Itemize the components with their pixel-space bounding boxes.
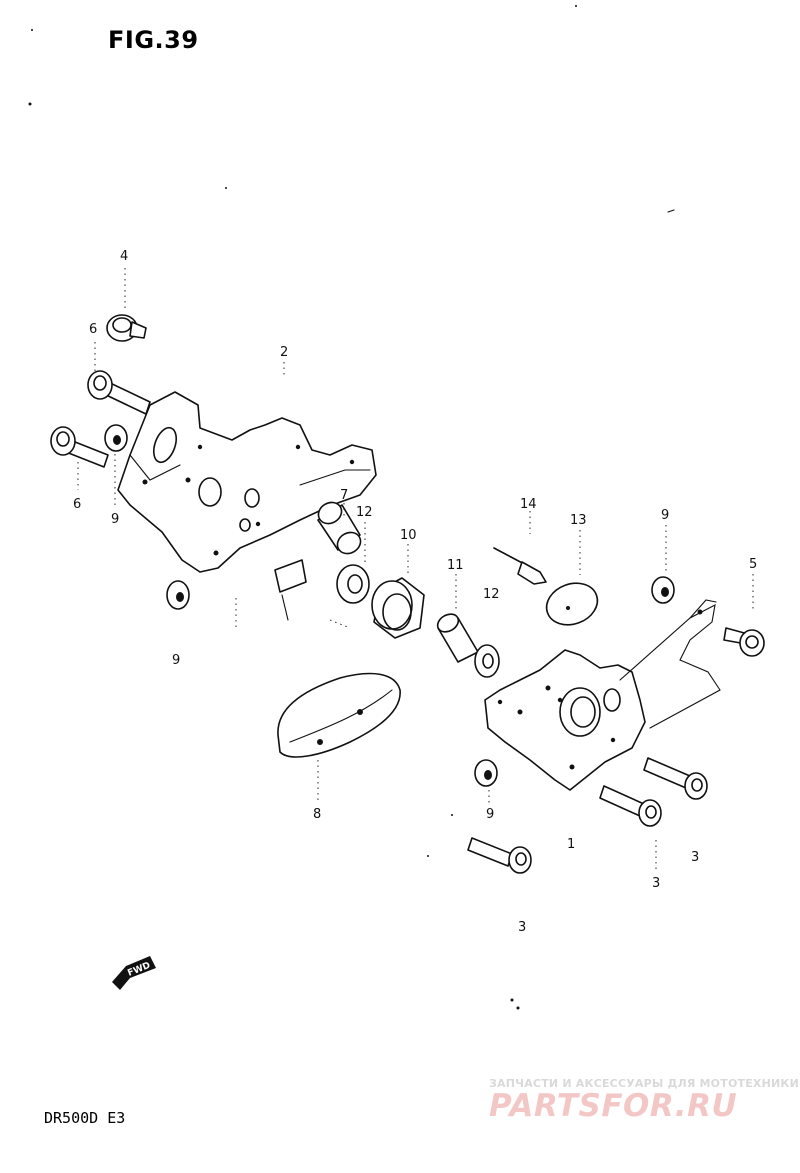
callout-9: 9 bbox=[661, 508, 669, 523]
plate-stud bbox=[274, 559, 307, 621]
callout-6: 6 bbox=[89, 322, 97, 337]
callout-9: 9 bbox=[111, 512, 119, 527]
callout-2: 2 bbox=[280, 345, 288, 360]
part-5-bolt bbox=[723, 627, 765, 657]
callout-1: 1 bbox=[567, 837, 575, 852]
part-4-bolt bbox=[106, 314, 147, 342]
figure-title: FIG.39 bbox=[108, 26, 199, 54]
part-9-washer-lower-left bbox=[166, 580, 190, 610]
part-9-washer-bottom bbox=[474, 759, 498, 787]
part-9-washer-upper-left bbox=[104, 424, 128, 452]
callout-8: 8 bbox=[313, 807, 321, 822]
leader-lines bbox=[77, 268, 754, 870]
part-14-pin bbox=[493, 547, 547, 585]
callout-10: 10 bbox=[400, 528, 417, 543]
part-3-bolt-middle bbox=[599, 785, 662, 827]
part-12-washer-second bbox=[474, 644, 500, 678]
callout-3: 3 bbox=[691, 850, 699, 865]
part-6-bolt-lower bbox=[50, 426, 109, 468]
part-10-roller bbox=[371, 577, 425, 639]
part-1-bracket-plate bbox=[484, 599, 721, 791]
callout-12: 12 bbox=[356, 505, 373, 520]
scan-specks bbox=[28, 5, 675, 1010]
watermark-tagline: ЗАПЧАСТИ И АКСЕССУАРЫ ДЛЯ МОТОТЕХНИКИ bbox=[489, 1077, 799, 1090]
part-13-disc bbox=[545, 582, 599, 626]
callout-9: 9 bbox=[486, 807, 494, 822]
part-3-bolt-upper bbox=[643, 757, 708, 800]
part-11-spacer bbox=[436, 613, 479, 663]
part-6-bolt-upper bbox=[87, 370, 151, 415]
callout-9: 9 bbox=[172, 653, 180, 668]
fwd-label: FWD bbox=[126, 961, 152, 979]
part-9-washer-right bbox=[651, 576, 675, 604]
fwd-direction-arrow: FWD bbox=[112, 956, 156, 990]
callout-3: 3 bbox=[518, 920, 526, 935]
part-7-bushing bbox=[317, 501, 362, 555]
callout-14: 14 bbox=[520, 497, 537, 512]
part-2-bracket-plate bbox=[117, 391, 377, 573]
callout-13: 13 bbox=[570, 513, 587, 528]
callout-12: 12 bbox=[483, 587, 500, 602]
callout-3: 3 bbox=[652, 876, 660, 891]
callout-7: 7 bbox=[340, 488, 348, 503]
callout-6: 6 bbox=[73, 497, 81, 512]
part-12-washer bbox=[336, 564, 370, 604]
watermark-logo: PARTSFOR.RU bbox=[489, 1088, 738, 1124]
part-3-bolt-lower bbox=[467, 837, 532, 874]
callout-5: 5 bbox=[749, 557, 757, 572]
part-8-pad bbox=[277, 672, 401, 758]
callout-4: 4 bbox=[120, 249, 128, 264]
model-code: DR500D E3 bbox=[44, 1109, 126, 1127]
callout-numbers: 4 6 6 9 2 7 12 10 11 12 14 13 9 5 9 8 9 … bbox=[73, 249, 757, 935]
callout-11: 11 bbox=[447, 558, 464, 573]
